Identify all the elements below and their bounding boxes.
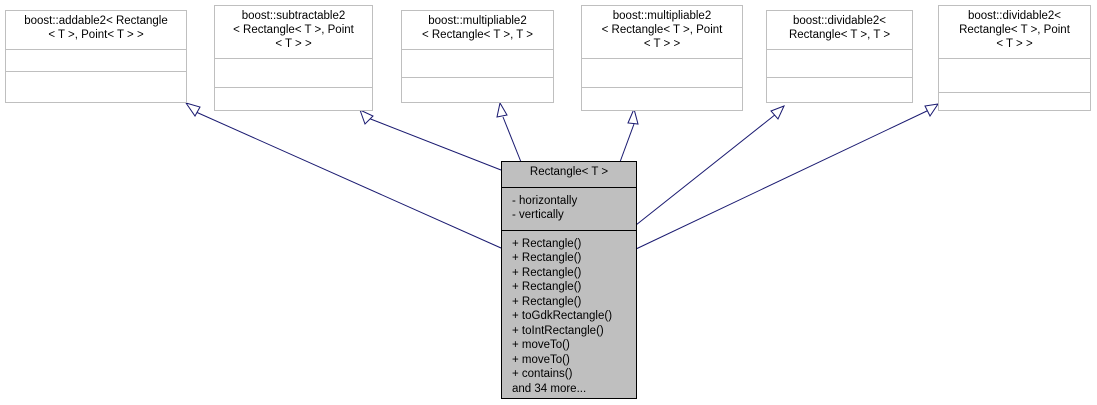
arrowhead-dividable2-point	[924, 103, 940, 117]
edge-multipliable2-t	[502, 116, 522, 163]
attributes-section	[402, 50, 553, 78]
class-title: boost::multipliable2 < Rectangle< T >, T…	[402, 11, 553, 50]
attributes-section	[582, 59, 742, 88]
method-item: + contains()	[512, 368, 573, 380]
attributes-section	[939, 59, 1090, 93]
arrowhead-multipliable2-point	[627, 107, 639, 125]
class-title: boost::multipliable2 < Rectangle< T >, P…	[582, 6, 742, 59]
attributes-section	[6, 50, 186, 72]
attribute-horizontally: - horizontally	[512, 194, 578, 207]
main-class-rectangle[interactable]: Rectangle< T > - horizontally - vertical…	[501, 161, 637, 399]
class-title: boost::addable2< Rectangle < T >, Point<…	[6, 11, 186, 50]
class-title: boost::subtractable2 < Rectangle< T >, P…	[215, 6, 372, 59]
attributes-section	[767, 50, 912, 78]
base-class-multipliable2-t[interactable]: boost::multipliable2 < Rectangle< T >, T…	[401, 10, 554, 103]
methods-section	[402, 78, 553, 102]
arrowhead-addable2	[184, 102, 201, 117]
attributes-section: - horizontally - vertically	[502, 188, 636, 231]
methods-section	[767, 78, 912, 102]
method-item: + moveTo()	[512, 339, 570, 351]
arrowhead-dividable2-t	[770, 105, 785, 120]
method-item: + toIntRectangle()	[512, 324, 604, 337]
method-item: + Rectangle()	[512, 252, 582, 264]
method-item: + toGdkRectangle()	[512, 310, 613, 322]
method-item: + moveTo()	[512, 353, 570, 366]
edge-subtractable2	[367, 117, 502, 171]
method-item: + Rectangle()	[512, 295, 582, 308]
attribute-vertically: - vertically	[512, 209, 564, 222]
method-item: + Rectangle()	[512, 281, 582, 293]
class-title: Rectangle< T >	[502, 162, 636, 188]
methods-section	[6, 72, 186, 102]
base-class-multipliable2-point[interactable]: boost::multipliable2 < Rectangle< T >, P…	[581, 5, 743, 111]
base-class-subtractable2[interactable]: boost::subtractable2 < Rectangle< T >, P…	[214, 5, 373, 111]
more-methods-link[interactable]: and 34 more...	[512, 382, 587, 395]
class-title: boost::dividable2< Rectangle< T >, T >	[767, 11, 912, 50]
base-class-dividable2-point[interactable]: boost::dividable2< Rectangle< T >, Point…	[938, 5, 1091, 111]
base-class-addable2[interactable]: boost::addable2< Rectangle < T >, Point<…	[5, 10, 187, 103]
methods-section	[939, 93, 1090, 110]
edge-multipliable2-point	[619, 123, 635, 163]
edge-dividable2-t	[635, 113, 777, 226]
methods-section: + Rectangle() + Rectangle() + Rectangle(…	[502, 231, 636, 399]
methods-section	[582, 88, 742, 110]
method-item: + Rectangle()	[512, 266, 582, 279]
method-item: + Rectangle()	[512, 237, 582, 250]
arrowhead-subtractable2	[359, 109, 374, 125]
methods-section	[215, 88, 372, 110]
arrowhead-multipliable2-t	[496, 101, 508, 118]
edge-addable2	[195, 111, 502, 249]
edge-dividable2-point	[635, 109, 930, 250]
class-title: boost::dividable2< Rectangle< T >, Point…	[939, 6, 1090, 59]
attributes-section	[215, 59, 372, 88]
base-class-dividable2-t[interactable]: boost::dividable2< Rectangle< T >, T >	[766, 10, 913, 103]
